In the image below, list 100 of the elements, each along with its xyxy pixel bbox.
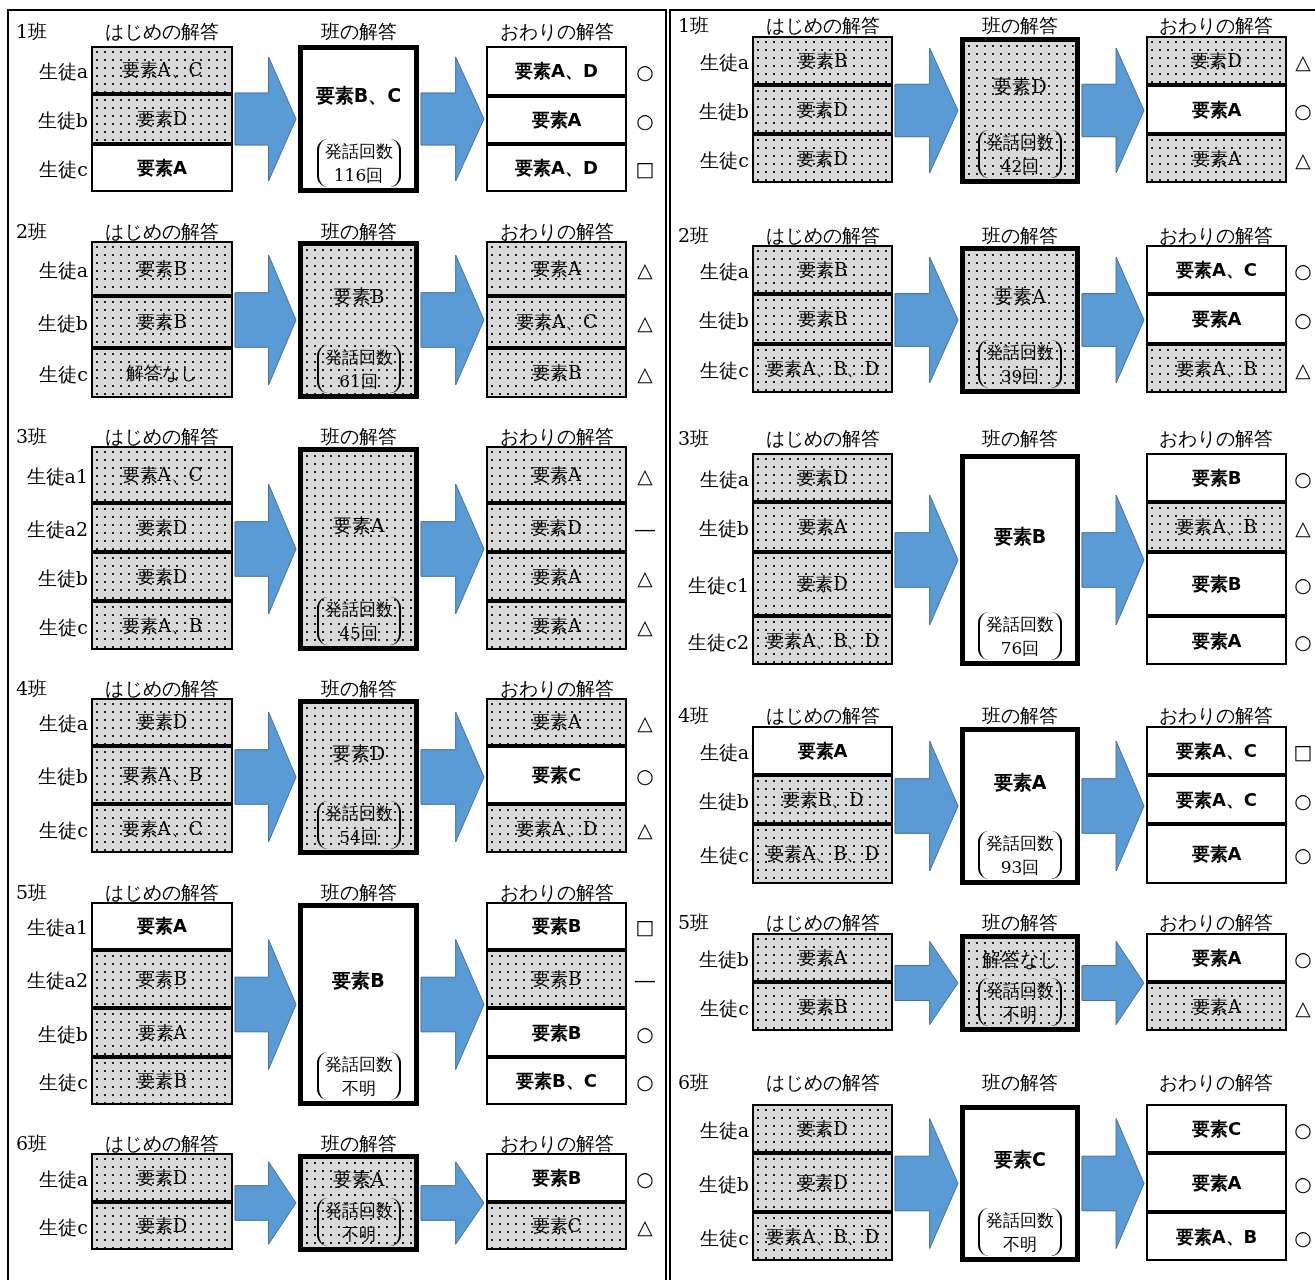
evaluation-mark: △	[636, 1214, 654, 1240]
student-label: 生徒a1	[26, 463, 88, 489]
column-heading: 班の解答	[320, 676, 398, 700]
answer-box: 要素B	[486, 1153, 627, 1202]
answer-box: 要素A、B	[91, 746, 233, 804]
block-arrow	[1081, 1118, 1145, 1249]
block-arrow	[234, 483, 297, 615]
speech-count: 発話回数不明	[316, 1052, 401, 1100]
group-number: 2班	[16, 219, 48, 243]
group-number: 5班	[678, 910, 710, 934]
answer-box: 要素A	[91, 1008, 233, 1057]
answer-box: 要素A、B、D	[752, 344, 893, 393]
student-label: 生徒c	[700, 995, 749, 1021]
group-number: 6班	[16, 1131, 48, 1155]
group-number: 5班	[16, 880, 48, 904]
answer-box: 要素A	[1146, 134, 1287, 183]
evaluation-mark: ○	[1293, 1170, 1313, 1197]
group-number: 3班	[16, 424, 48, 448]
answer-box: 要素B	[1146, 552, 1287, 616]
group-number: 1班	[678, 13, 710, 37]
speech-count: 発話回数61回	[316, 345, 401, 393]
answer-box: 要素A	[91, 902, 233, 950]
column-heading: はじめの解答	[104, 676, 220, 700]
answer-box: 要素A、B	[1146, 502, 1287, 552]
column-heading: はじめの解答	[104, 19, 220, 43]
student-label: 生徒b	[698, 946, 749, 972]
answer-box: 要素A	[486, 601, 627, 650]
answer-box: 要素B	[91, 241, 233, 296]
answer-box: 要素A	[752, 502, 893, 552]
student-label: 生徒b	[698, 1171, 749, 1197]
column-heading: はじめの解答	[765, 223, 881, 247]
answer-box: 要素C	[486, 746, 627, 804]
answer-text: 要素A	[332, 512, 385, 538]
group-answer-box	[960, 1105, 1080, 1262]
answer-box: 要素B	[752, 294, 893, 344]
evaluation-mark: △	[1294, 356, 1312, 383]
answer-box: 要素D	[752, 134, 893, 183]
speech-count: 発話回数45回	[316, 597, 401, 645]
column-heading: おわりの解答	[499, 1131, 615, 1155]
speech-count: 発話回数不明	[978, 1208, 1062, 1256]
column-heading: 班の解答	[981, 703, 1059, 727]
answer-box: 要素D	[486, 503, 627, 552]
answer-box: 要素D	[752, 453, 893, 502]
answer-box: 要素A	[752, 726, 893, 775]
group-answer-box	[298, 699, 419, 855]
answer-box: 要素B	[752, 245, 893, 294]
evaluation-mark: △	[1294, 146, 1312, 173]
speech-count: 発話回数116回	[316, 139, 401, 187]
evaluation-mark: ○	[1293, 1224, 1313, 1251]
column-heading: おわりの解答	[1158, 13, 1274, 37]
column-heading: おわりの解答	[499, 880, 615, 904]
column-heading: おわりの解答	[1158, 703, 1274, 727]
student-label: 生徒a2	[26, 968, 88, 993]
answer-box: 要素A	[1146, 982, 1287, 1031]
answer-box: 要素A、C	[91, 46, 233, 94]
student-label: 生徒c	[700, 843, 749, 868]
evaluation-mark: △	[1294, 48, 1312, 75]
evaluation-mark: △	[636, 462, 654, 489]
speech-count: 発話回数39回	[978, 340, 1062, 388]
answer-box: 要素A	[1146, 85, 1287, 134]
column-heading: 班の解答	[981, 1070, 1059, 1094]
answer-box: 要素A、C	[1146, 775, 1287, 824]
column-heading: 班の解答	[320, 19, 398, 43]
answer-box: 要素D	[752, 1104, 893, 1153]
column-heading: おわりの解答	[1158, 223, 1274, 247]
evaluation-mark: ○	[1293, 628, 1313, 655]
answer-text: 解答なし	[982, 946, 1058, 972]
answer-box: 要素C	[1146, 1104, 1287, 1153]
column-heading: 班の解答	[981, 426, 1059, 450]
column-heading: 班の解答	[320, 424, 398, 448]
answer-box: 要素A、C	[1146, 726, 1287, 775]
answer-box: 要素B、D	[752, 775, 893, 824]
evaluation-mark: □	[634, 914, 656, 940]
speech-count: 発話回数93回	[978, 831, 1062, 879]
answer-box: 要素D	[752, 85, 893, 134]
evaluation-mark: □	[634, 156, 656, 182]
column-heading: 班の解答	[981, 223, 1059, 247]
student-label: 生徒b	[698, 98, 749, 124]
student-label: 生徒c	[39, 157, 88, 182]
evaluation-mark: ○	[635, 59, 655, 85]
answer-box: 要素A、C	[1146, 245, 1287, 294]
answer-text: 要素A	[332, 1166, 385, 1192]
speech-count: 発話回数42回	[978, 130, 1062, 178]
evaluation-mark: △	[1294, 515, 1312, 541]
column-heading: おわりの解答	[499, 19, 615, 43]
evaluation-mark: △	[636, 361, 654, 387]
column-heading: おわりの解答	[499, 676, 615, 700]
block-arrow	[894, 740, 959, 872]
answer-box: 要素A	[91, 144, 233, 192]
block-arrow	[894, 256, 959, 384]
block-arrow	[234, 711, 297, 843]
block-arrow	[894, 1118, 959, 1249]
evaluation-mark: △	[636, 816, 654, 843]
answer-box: 要素A	[1146, 294, 1287, 344]
evaluation-mark: △	[636, 564, 654, 591]
answer-box: 要素B	[486, 1008, 627, 1057]
group-number: 6班	[678, 1070, 710, 1094]
student-label: 生徒a	[699, 258, 749, 284]
answer-box: 要素B	[486, 902, 627, 950]
answer-box: 要素A、B、D	[752, 1212, 893, 1261]
